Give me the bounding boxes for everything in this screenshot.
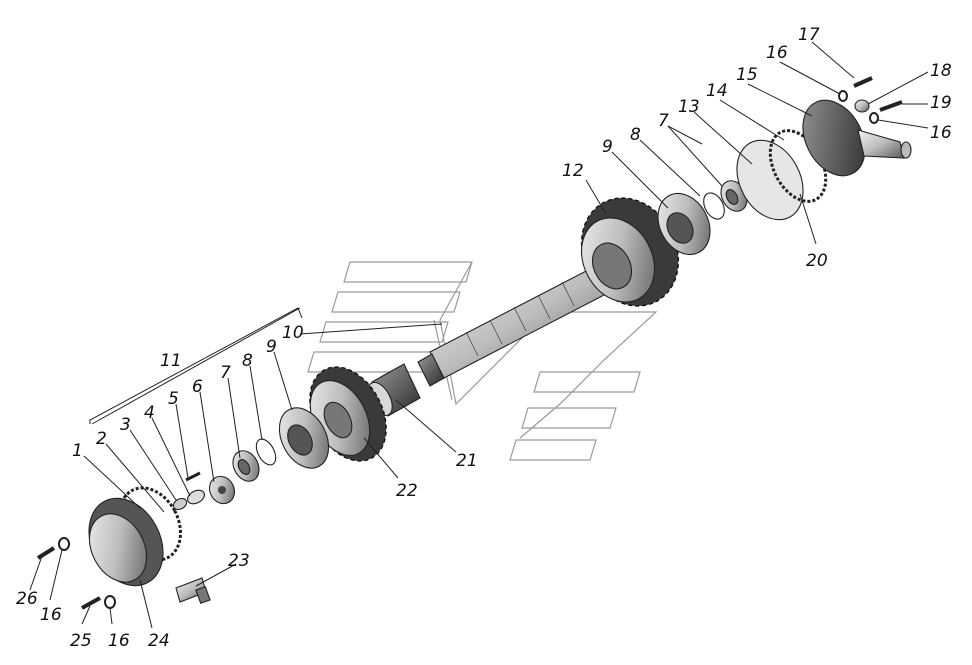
label-10: 10 [282, 323, 304, 343]
label-11: 11 [160, 351, 182, 371]
label-6: 6 [192, 377, 203, 397]
label-25: 25 [70, 631, 92, 651]
breather-bolt [175, 577, 211, 604]
fitting-18 [854, 99, 870, 113]
bolt-17 [853, 76, 873, 88]
small-plate [172, 497, 188, 511]
leader-lines [29, 41, 929, 629]
label-24: 24 [148, 631, 170, 651]
label-9-right: 9 [602, 137, 613, 157]
main-shaft [417, 267, 607, 387]
label-3: 3 [120, 415, 131, 435]
label-12: 12 [562, 161, 584, 181]
label-13: 13 [678, 97, 700, 117]
nut-left [232, 450, 260, 482]
label-16-top: 16 [766, 43, 788, 63]
gasket-right [736, 139, 804, 221]
callout-labels: 1 2 3 4 5 6 7 8 9 11 10 12 9 8 7 13 14 1… [16, 25, 952, 651]
bolt-25 [81, 596, 101, 610]
label-15: 15 [736, 65, 758, 85]
spring-washer-16-left [58, 537, 70, 551]
label-8-right: 8 [630, 125, 641, 145]
label-14: 14 [706, 81, 728, 101]
label-7-left: 7 [220, 363, 231, 383]
label-16-left: 16 [40, 605, 62, 625]
label-19: 19 [930, 93, 952, 113]
lock-plate [187, 489, 205, 505]
label-7-right: 7 [658, 111, 669, 131]
label-17: 17 [798, 25, 820, 45]
label-16-bottom: 16 [108, 631, 130, 651]
spring-washer-16-bottom [104, 595, 116, 609]
label-22: 22 [396, 481, 418, 501]
snap-ring-left [255, 438, 277, 466]
label-23: 23 [228, 551, 250, 571]
label-26: 26 [16, 589, 38, 609]
ball-bearing-left [278, 407, 330, 469]
label-4: 4 [144, 403, 155, 423]
ball-bearing-right [657, 193, 711, 255]
washer-16-right [869, 112, 879, 124]
label-8-left: 8 [242, 351, 253, 371]
snap-ring-right [703, 192, 725, 220]
gear-right [580, 197, 680, 307]
label-9-left: 9 [266, 337, 277, 357]
label-18: 18 [930, 61, 952, 81]
label-2: 2 [96, 429, 107, 449]
lock-washer [208, 475, 236, 505]
gasket-left [118, 486, 182, 562]
label-1: 1 [72, 441, 83, 461]
gear-left [309, 366, 387, 462]
washer-16-top [838, 90, 848, 102]
label-20: 20 [806, 251, 828, 271]
label-21: 21 [456, 451, 478, 471]
bolt-19 [879, 100, 903, 112]
bearing-cover [88, 497, 164, 587]
label-16-right: 16 [930, 123, 952, 143]
label-5: 5 [168, 389, 179, 409]
group-bracket-11 [91, 307, 301, 425]
speedometer-housing [802, 99, 912, 177]
pin [185, 471, 201, 482]
bolt-26 [36, 546, 56, 560]
